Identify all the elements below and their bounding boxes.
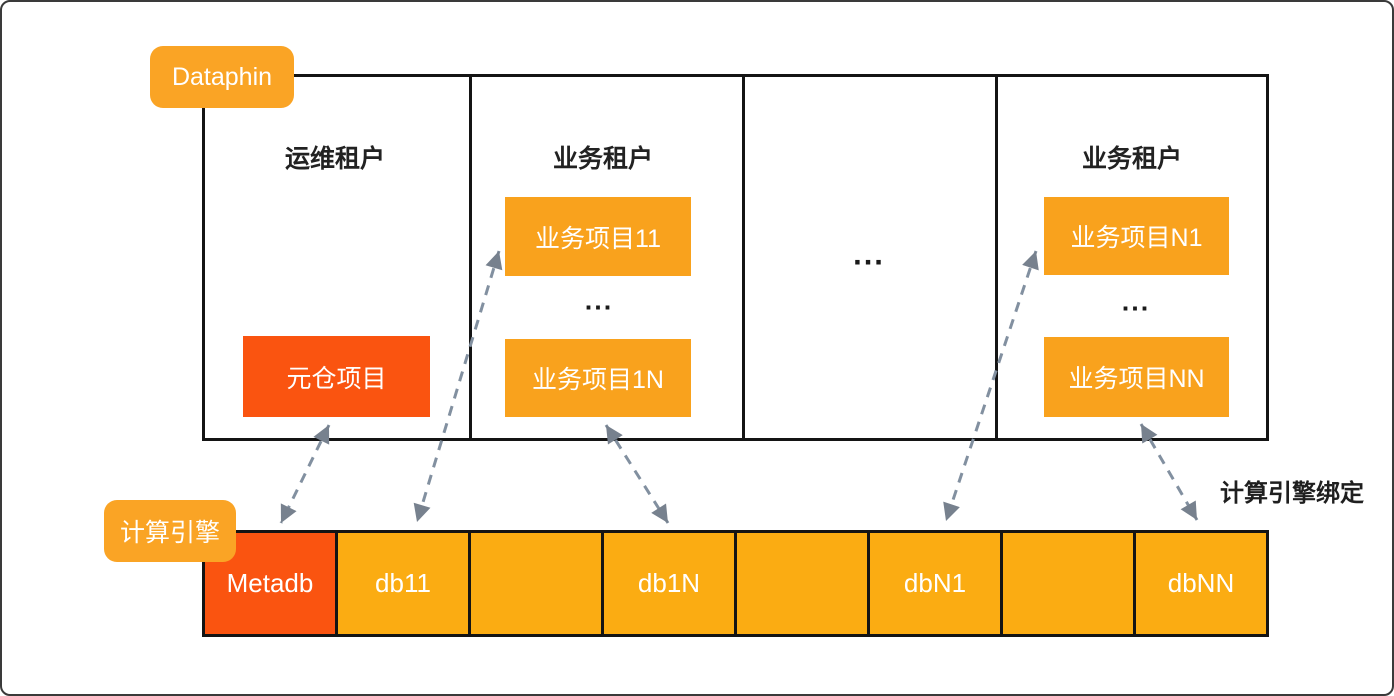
engine-cell-empty-3 [1003,533,1136,634]
engine-cell-empty-1 [471,533,604,634]
engine-cell-db11: db11 [338,533,471,634]
biz-project-1n-box: 业务项目1N [505,339,691,417]
meta-warehouse-project-box: 元仓项目 [243,336,430,417]
engine-cell-dbnn: dbNN [1136,533,1266,634]
biz-project-nn-box: 业务项目NN [1044,337,1229,417]
engine-cell-db1n: db1N [604,533,737,634]
compute-engine-badge-label: 计算引擎 [119,519,220,547]
biz-project-11-box: 业务项目11 [505,197,691,276]
ellipsis-column3: ... [853,236,885,272]
biz-project-nn-label: 业务项目NN [1068,365,1205,393]
column-divider [742,77,745,438]
engine-binding-annotation: 计算引擎绑定 [1220,480,1364,507]
biz-tenant-n-title: 业务租户 [1081,145,1183,173]
dataphin-badge: Dataphin [150,46,294,108]
compute-engine-bar: Metadb db11 db1N dbN1 dbNN [202,530,1269,637]
biz-project-11-label: 业务项目11 [535,224,661,253]
compute-engine-badge: 计算引擎 [104,500,236,562]
meta-warehouse-project-label: 元仓项目 [286,364,387,393]
biz-project-n1-label: 业务项目N1 [1070,224,1203,252]
ellipsis-column2: ... [584,285,614,316]
dataphin-badge-label: Dataphin [171,62,273,91]
ellipsis-column4: ... [1121,286,1151,317]
biz-tenant-1-title: 业务租户 [552,145,654,173]
engine-cell-empty-2 [737,533,870,634]
biz-project-1n-label: 业务项目1N [532,366,664,394]
column-divider [469,77,472,438]
biz-project-n1-box: 业务项目N1 [1044,197,1229,275]
engine-cell-dbn1: dbN1 [870,533,1003,634]
ops-tenant-title: 运维租户 [284,145,386,173]
column-divider [995,77,998,438]
